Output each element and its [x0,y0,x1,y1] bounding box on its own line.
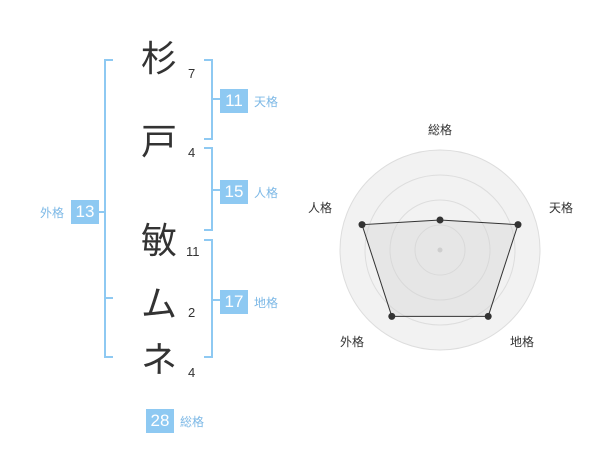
radar-label-soukaku: 総格 [428,123,453,137]
tenkaku-label: 天格 [254,95,279,109]
stroke-count-2: 4 [188,145,196,160]
chikaku-bracket [204,239,213,358]
gaikaku-bracket [104,59,113,358]
tenkaku-badge: 11 [220,89,248,113]
name-char-2: 戸 [140,122,177,163]
radar-series-polygon [361,219,519,317]
radar-center [437,247,443,253]
soukaku-label: 総格 [180,415,205,429]
name-char-3: 敏 [140,221,177,262]
chikaku-label: 地格 [254,296,279,310]
name-char-5: ネ [140,340,177,381]
gaikaku-label: 外格 [40,206,65,220]
name-char-1: 杉 [140,39,177,80]
chikaku-badge: 17 [220,290,248,314]
jinkaku-label: 人格 [254,186,279,200]
stroke-count-5: 4 [188,365,196,380]
radar-label-jinkaku: 人格 [308,201,333,215]
stroke-count-3: 11 [186,244,200,259]
radar-point-3 [388,312,396,320]
stroke-count-1: 7 [188,66,196,81]
stroke-count-4: 2 [188,305,196,320]
radar-point-0 [436,216,444,224]
radar-point-2 [484,312,492,320]
jinkaku-badge: 15 [220,180,248,204]
name-char-4: ム [140,284,177,325]
radar-point-4 [358,221,366,229]
soukaku-badge: 28 [146,409,174,433]
radar-label-tenkaku: 天格 [549,201,574,215]
radar-label-chikaku: 地格 [510,335,535,349]
radar-label-gaikaku: 外格 [340,335,365,349]
radar-point-1 [514,221,522,229]
gaikaku-badge: 13 [71,200,99,224]
